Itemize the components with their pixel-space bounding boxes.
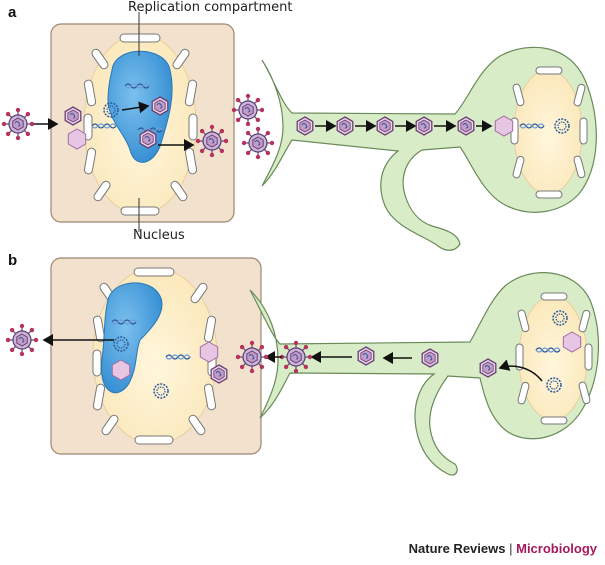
capsid-icon [457,116,475,136]
journal-credit: Nature Reviews | Microbiology [409,541,597,556]
panel-b [5,257,599,476]
virion-icon [5,323,39,357]
capsid-icon [296,116,314,136]
virion-icon [279,340,313,374]
virion-icon [1,107,35,141]
virion-icon [241,126,275,160]
panel-a [1,12,597,251]
neuron-nuclear-envelope-b [515,292,593,425]
virion-icon [195,124,229,158]
neuron-nucleus-b [518,295,588,421]
capsid-icon [336,116,354,136]
nucleus-label: Nucleus [133,228,185,243]
virion-icon [231,93,265,127]
empty-capsid-icon [67,128,87,150]
virion-icon [235,340,269,374]
capsid-icon [415,116,433,136]
empty-capsid-icon [199,341,219,363]
arrow-icon [498,359,543,382]
capsid-icon [210,364,228,384]
capsid-icon [421,348,439,368]
nuclear-envelope-b [92,267,217,445]
credit-separator: | [509,541,513,556]
journal-name: Nature Reviews [408,541,506,556]
capsid-icon [139,129,157,149]
empty-capsid-icon [111,359,131,381]
capsid-icon [151,96,169,116]
empty-capsid-icon [494,115,514,137]
capsid-icon [376,116,394,136]
capsid-icon [64,106,82,126]
empty-capsid-icon [562,331,582,353]
neuron-b [249,272,599,476]
neuron-nucleus-a [513,69,583,195]
nuclear-envelope-a [83,33,198,216]
panel-label-a: a [8,4,17,21]
panel-label-b: b [8,252,18,269]
neuron-nuclear-envelope-a [510,66,588,199]
capsid-icon [479,358,497,378]
neuron-a [261,46,597,251]
capsid-icon [357,346,375,366]
arrow-icon [121,101,150,114]
replication-compartment-label: Replication compartment [128,0,293,15]
journal-section: Microbiology [516,541,597,556]
